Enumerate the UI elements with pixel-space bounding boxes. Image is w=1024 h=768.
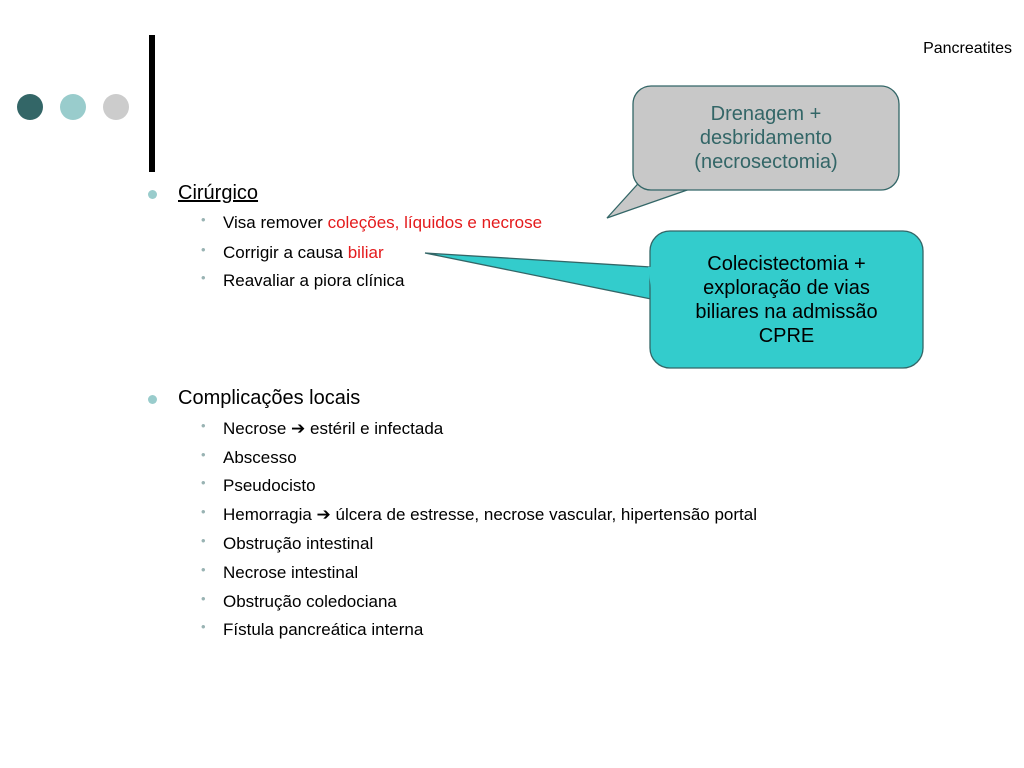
list-item-text: Necrose: [223, 419, 292, 438]
section-heading: Complicações locais: [148, 387, 361, 410]
bullet-dot: [148, 190, 157, 199]
list-item: • Fístula pancreática interna: [201, 619, 424, 640]
list-item-text: úlcera de estresse, necrose vascular, hi…: [330, 505, 757, 524]
bullet-dot: •: [201, 212, 206, 227]
list-item: • Abscesso: [201, 447, 297, 468]
bullet-dot: •: [201, 619, 206, 634]
list-item-text: Pseudocisto: [223, 476, 316, 495]
list-item: • Obstrução intestinal: [201, 533, 374, 554]
list-item: • Hemorragia ➔ úlcera de estresse, necros…: [201, 504, 757, 525]
callout-drenagem-box: [632, 85, 900, 191]
bullet-dot: •: [201, 270, 206, 285]
section-heading: Cirúrgico: [148, 182, 259, 205]
slide-title: Pancreatites: [923, 40, 1012, 57]
list-item-text: Necrose intestinal: [223, 563, 359, 582]
bullet-dot: •: [201, 447, 206, 462]
list-item-text: Obstrução intestinal: [223, 534, 374, 553]
list-item: • Obstrução coledociana: [201, 591, 397, 612]
list-item-text: estéril e infectada: [305, 419, 444, 438]
bullet-dot: •: [201, 418, 206, 433]
list-item-text: Hemorragia: [223, 505, 317, 524]
list-item-text: Obstrução coledociana: [223, 592, 397, 611]
list-item: • Necrose ➔ estéril e infectada: [201, 418, 444, 439]
list-item-text: Fístula pancreática interna: [223, 620, 424, 639]
arrow-icon: ➔: [291, 419, 306, 439]
bullet-dot: •: [201, 533, 206, 548]
list-item-text: Corrigir a causa: [223, 243, 348, 262]
callout-colecistectomia-tail: [424, 252, 652, 300]
bullet-dot: •: [201, 242, 206, 257]
list-item: • Necrose intestinal: [201, 562, 359, 583]
arrow-icon: ➔: [316, 505, 331, 525]
bullet-dot: •: [201, 504, 206, 519]
list-item: • Reavaliar a piora clínica: [201, 270, 405, 291]
list-item: • Corrigir a causa biliar: [201, 242, 384, 263]
callout-colecistectomia-box: [649, 230, 924, 369]
decorative-dot-mid: [60, 94, 86, 120]
list-item-text: biliar: [347, 243, 384, 262]
list-item-text: coleções, líquidos e necrose: [327, 213, 543, 232]
bullet-dot: •: [201, 475, 206, 490]
bullet-dot: [148, 395, 157, 404]
title-accent-bar: [149, 35, 155, 172]
callout-text: Drenagem + desbridamento (necrosectomia): [694, 103, 838, 173]
list-item-text: Reavaliar a piora clínica: [223, 271, 405, 290]
list-item: • Pseudocisto: [201, 475, 316, 496]
callout-text: Colecistectomia + exploração de vias bil…: [695, 252, 878, 347]
list-item-text: Visa remover: [223, 213, 328, 232]
bullet-dot: •: [201, 591, 206, 606]
section-heading-text: Cirúrgico: [178, 182, 259, 204]
section-heading-text: Complicações locais: [178, 387, 361, 409]
bullet-dot: •: [201, 562, 206, 577]
list-item-text: Abscesso: [223, 448, 297, 467]
decorative-dot-light: [103, 94, 129, 120]
decorative-dot-dark: [17, 94, 43, 120]
list-item: • Visa remover coleções, líquidos e necro…: [201, 212, 543, 233]
